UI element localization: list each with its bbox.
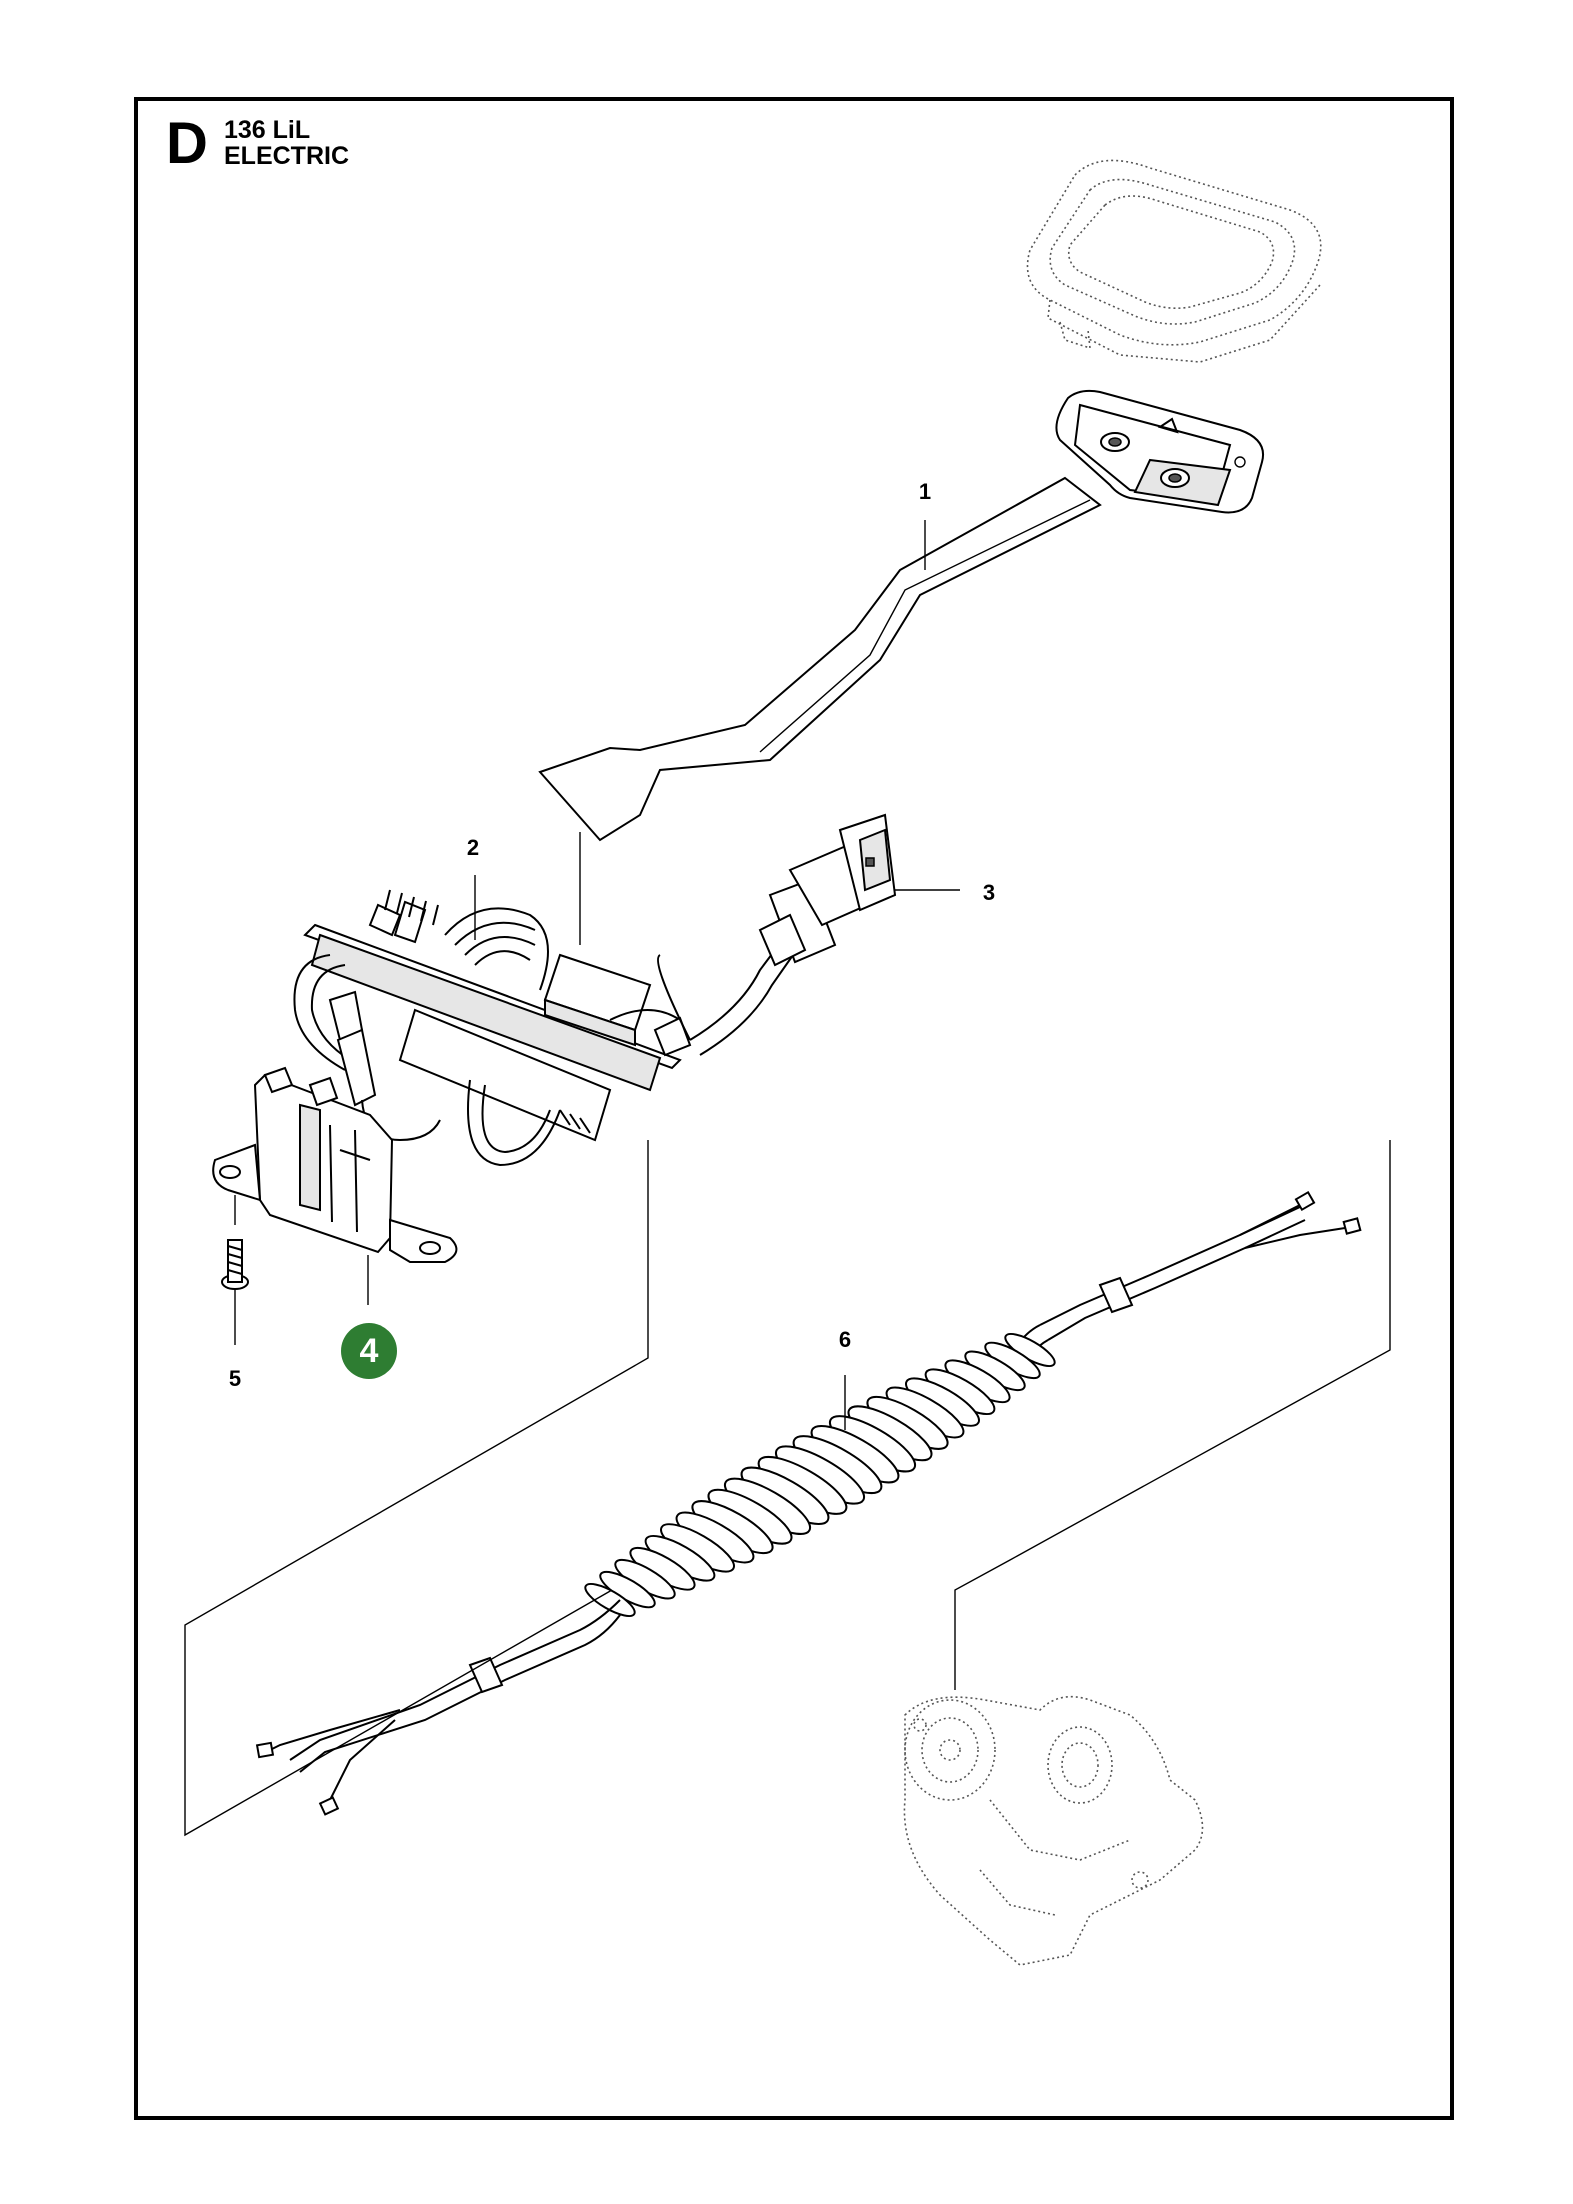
screw-part-5 [221,1239,249,1290]
section-title: ELECTRIC [224,142,349,170]
coiled-cable-part-6 [255,1190,1362,1816]
coil-turn [584,1582,636,1618]
callout-5: 5 [228,1366,242,1391]
callout-4-highlighted: 4 [341,1323,397,1379]
callout-6: 6 [838,1327,852,1352]
diagram-frame [134,97,1454,2120]
callout-2: 2 [466,835,480,860]
callout-1: 1 [918,479,932,504]
connector-part-3 [657,813,897,1056]
handle-grip-part [1026,159,1322,363]
callout-3: 3 [982,880,996,905]
housing-bracket-part-4 [212,1066,458,1263]
section-letter: D [166,111,208,176]
coil-spring [584,1332,1056,1618]
motor-part [903,1695,1204,1966]
model-name: 136 LiL [224,116,311,144]
switch-cable-part-1 [538,389,1264,842]
leader-lines [184,520,1391,1837]
circuit-board-part-2 [293,889,692,1167]
